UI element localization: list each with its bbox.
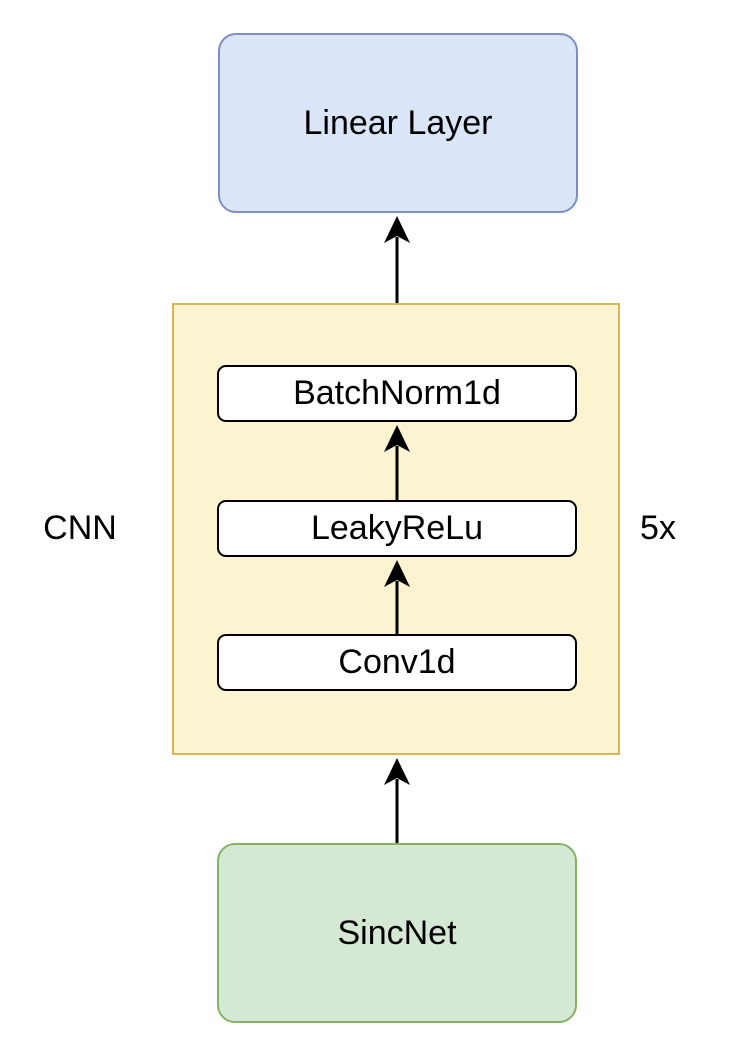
node-linear-layer: Linear Layer — [218, 33, 578, 213]
arrow-sincnet-to-cnn — [384, 758, 410, 843]
cnn-group-label: CNN — [43, 509, 117, 547]
node-batchnorm1d-label: BatchNorm1d — [293, 374, 501, 413]
node-conv1d-label: Conv1d — [338, 643, 456, 682]
node-leakyrelu: LeakyReLu — [217, 500, 577, 557]
node-batchnorm1d: BatchNorm1d — [217, 365, 577, 422]
node-conv1d: Conv1d — [217, 634, 577, 691]
node-sincnet: SincNet — [217, 843, 577, 1023]
node-leakyrelu-label: LeakyReLu — [310, 509, 483, 548]
node-sincnet-label: SincNet — [337, 913, 457, 952]
repeat-count-label: 5x — [640, 509, 676, 547]
node-linear-layer-label: Linear Layer — [303, 103, 493, 142]
arrow-cnn-to-linear — [384, 216, 410, 303]
